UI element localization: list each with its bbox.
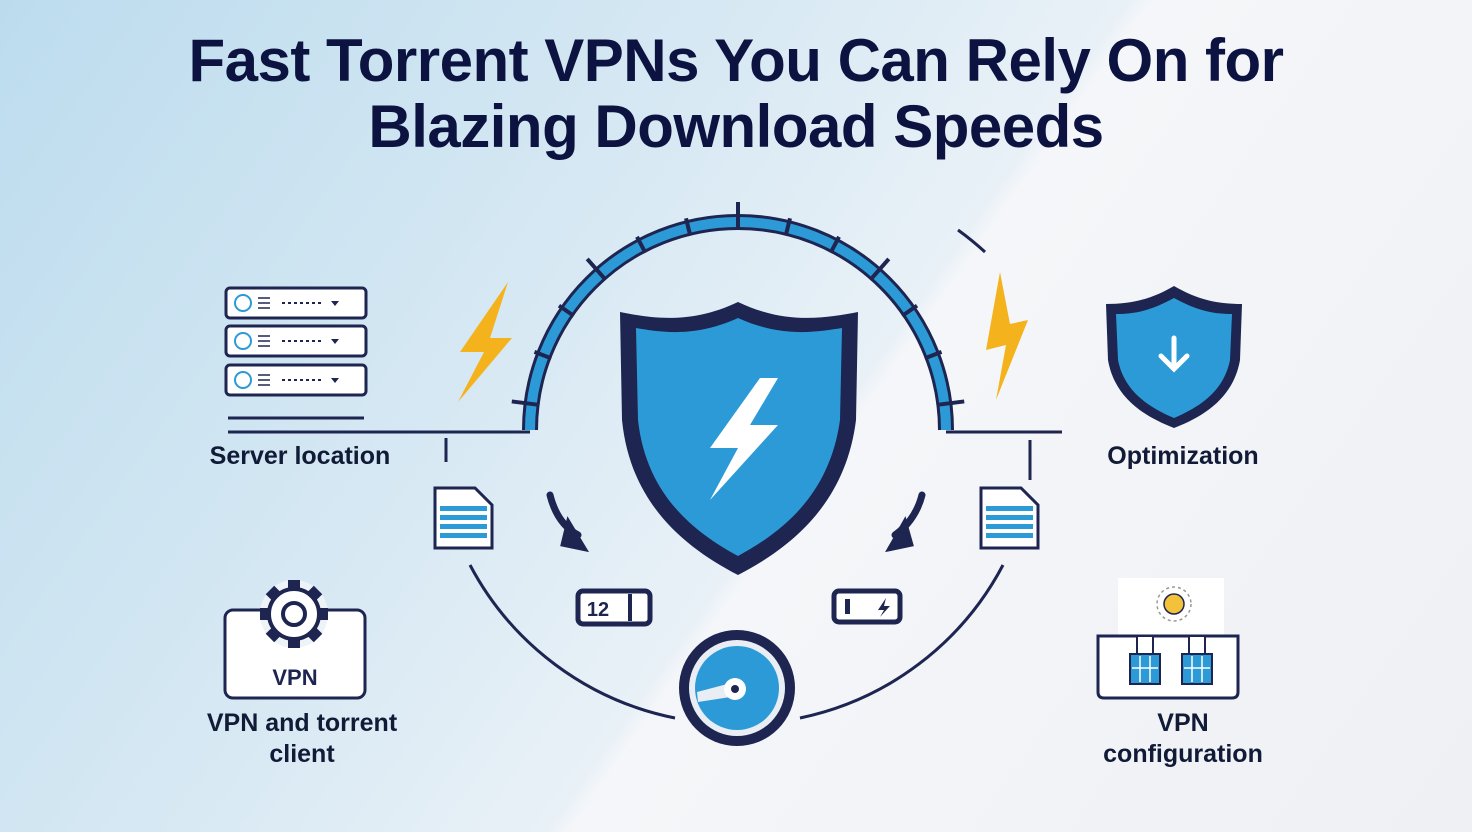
download-shield-icon <box>1106 286 1242 428</box>
server-row <box>224 324 368 358</box>
battery-label: 12 <box>587 599 609 621</box>
gear-icon <box>260 580 328 648</box>
chevron-down-icon <box>331 378 339 383</box>
document-icon-right <box>979 486 1040 550</box>
curved-arrow-left <box>546 491 590 553</box>
gauge-tick <box>511 399 540 407</box>
gauge-tick <box>901 303 919 318</box>
label-vpn-client-2: client <box>269 740 335 768</box>
label-optimization: Optimization <box>1107 442 1258 470</box>
speed-gauge <box>511 202 965 431</box>
battery-icon-right <box>831 588 903 625</box>
page-title: Fast Torrent VPNs You Can Rely On for Bl… <box>0 28 1472 160</box>
speed-dial-icon <box>679 630 795 746</box>
gauge-tick <box>936 399 965 407</box>
title-line-2: Blazing Download Speeds <box>368 93 1104 160</box>
vpn-box-label: VPN <box>272 665 317 690</box>
gauge-tick <box>684 217 693 237</box>
server-row <box>224 286 368 320</box>
chevron-down-icon <box>331 339 339 344</box>
label-vpn-config-1: VPN <box>1157 709 1208 737</box>
label-server-location: Server location <box>210 442 391 470</box>
outer-ring <box>444 228 1032 720</box>
document-icon-left <box>433 486 494 550</box>
lightning-icon-left <box>458 282 512 402</box>
vpn-client-icon: VPN <box>223 580 367 700</box>
battery-icon-left: 12 <box>575 588 653 627</box>
label-vpn-client-1: VPN and torrent <box>207 709 398 737</box>
curved-arrow-right <box>885 491 926 553</box>
gauge-tick <box>783 217 792 237</box>
gauge-tick <box>635 235 648 254</box>
server-row <box>224 363 368 397</box>
gauge-tick <box>585 257 608 282</box>
server-list-icon <box>224 286 368 397</box>
title-line-1: Fast Torrent VPNs You Can Rely On for <box>188 27 1284 94</box>
globe-icon <box>234 371 252 389</box>
gauge-tick <box>533 350 553 361</box>
vpn-configuration-icon <box>1096 578 1240 700</box>
gauge-tick <box>828 235 841 254</box>
gauge-tick <box>868 257 891 282</box>
globe-icon <box>234 294 252 312</box>
gauge-tick <box>923 350 943 361</box>
globe-icon <box>234 332 252 350</box>
gauge-tick <box>557 303 575 318</box>
label-vpn-config-2: configuration <box>1103 740 1263 768</box>
lightning-icon-right <box>986 272 1028 400</box>
chevron-down-icon <box>331 301 339 306</box>
shield-bolt-icon <box>620 302 858 575</box>
